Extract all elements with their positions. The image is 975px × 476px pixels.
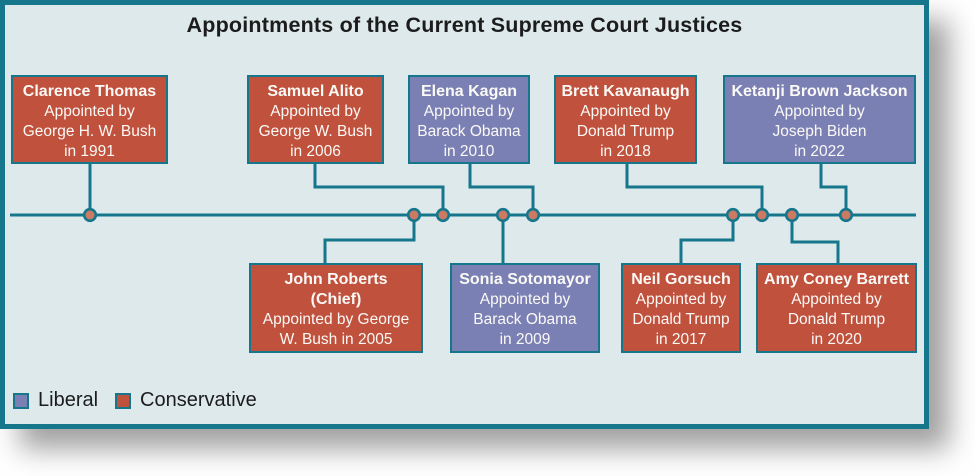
- justice-detail-line: in 2017: [655, 331, 707, 348]
- justice-card-elena-kagan: Elena Kagan Appointed by Barack Obama in…: [408, 75, 530, 164]
- timeline-dot-neil-gorsuch: [725, 207, 741, 223]
- legend: Liberal Conservative: [13, 389, 257, 412]
- legend-label: Liberal: [38, 389, 99, 411]
- connector-ketanji-brown-jackson: [819, 164, 848, 215]
- legend-item-liberal: Liberal: [13, 389, 98, 412]
- justice-detail-line: in 2006: [290, 143, 341, 160]
- justice-detail-line: Appointed by: [791, 291, 882, 308]
- justice-detail-line: Appointed by: [44, 103, 135, 120]
- liberal-swatch-icon: [13, 392, 29, 409]
- connector-amy-coney-barrett: [790, 215, 840, 263]
- justice-name: Neil Gorsuch: [631, 271, 731, 288]
- justice-detail-line: in 2020: [811, 331, 862, 348]
- justice-card-amy-coney-barrett: Amy Coney Barrett Appointed by Donald Tr…: [756, 263, 917, 353]
- justice-detail-line: in 1991: [64, 143, 115, 160]
- timeline-dot-amy-coney-barrett: [784, 207, 800, 223]
- justice-detail-line: Appointed by: [423, 103, 515, 120]
- justice-detail-line: Donald Trump: [576, 123, 675, 140]
- diagram-title: Appointments of the Current Supreme Cour…: [186, 13, 743, 37]
- legend-item-conservative: Conservative: [115, 389, 257, 412]
- justice-card-neil-gorsuch: Neil Gorsuch Appointed by Donald Trump i…: [621, 263, 741, 353]
- justice-detail-line: W. Bush in 2005: [279, 331, 393, 348]
- justice-card-sonia-sotomayor: Sonia Sotomayor Appointed by Barack Obam…: [450, 263, 600, 353]
- connector-brett-kavanaugh: [625, 164, 764, 215]
- justice-name: Brett Kavanaugh: [561, 83, 690, 100]
- justice-name: Clarence Thomas: [22, 83, 157, 100]
- justice-detail-line: Donald Trump: [632, 311, 730, 328]
- timeline-dot-sonia-sotomayor: [495, 207, 511, 223]
- timeline-dot-clarence-thomas: [82, 207, 98, 223]
- legend-label: Conservative: [140, 389, 257, 411]
- justice-name: Sonia Sotomayor: [459, 271, 591, 288]
- justice-card-ketanji-brown-jackson: Ketanji Brown Jackson Appointed by Josep…: [723, 75, 916, 164]
- timeline-dot-samuel-alito: [435, 207, 451, 223]
- connector-john-roberts: [323, 215, 416, 263]
- justice-detail-line: Appointed by: [270, 103, 361, 120]
- justice-detail-line: in 2018: [600, 143, 651, 160]
- justice-detail-line: Barack Obama: [417, 123, 521, 140]
- justice-detail-line: Appointed by: [479, 291, 571, 308]
- timeline-dot-john-roberts: [406, 207, 422, 223]
- justice-name: Samuel Alito: [267, 83, 364, 100]
- justice-detail-line: Donald Trump: [787, 311, 886, 328]
- justice-card-john-roberts: John Roberts (Chief) Appointed by George…: [249, 263, 423, 353]
- justice-detail-line: Appointed by: [774, 103, 865, 120]
- justice-name: John Roberts: [284, 271, 388, 288]
- timeline-dot-ketanji-brown-jackson: [838, 207, 854, 223]
- connector-neil-gorsuch: [679, 215, 735, 263]
- conservative-swatch-icon: [115, 392, 132, 409]
- justice-detail-line: Joseph Biden: [772, 123, 867, 140]
- justice-card-clarence-thomas: Clarence Thomas Appointed by George H. W…: [11, 75, 168, 164]
- justice-detail-line: Appointed by: [580, 103, 671, 120]
- connector-elena-kagan: [468, 164, 535, 215]
- justice-name: Amy Coney Barrett: [764, 271, 909, 288]
- justice-name: Elena Kagan: [420, 83, 518, 100]
- justice-detail-line: Appointed by: [635, 291, 727, 308]
- justice-detail-line: in 2010: [443, 143, 495, 160]
- justice-name: Ketanji Brown Jackson: [731, 83, 908, 100]
- connector-samuel-alito: [313, 164, 445, 215]
- justice-detail-line: Barack Obama: [473, 311, 577, 328]
- justice-card-samuel-alito: Samuel Alito Appointed by George W. Bush…: [247, 75, 384, 164]
- justice-detail-line: Appointed by George: [262, 311, 410, 328]
- timeline-dot-brett-kavanaugh: [754, 207, 770, 223]
- justice-detail-line: in 2009: [499, 331, 551, 348]
- justice-detail-line: George H. W. Bush: [22, 123, 157, 140]
- justice-detail-line: George W. Bush: [258, 123, 373, 140]
- justice-detail-line: in 2022: [794, 143, 845, 160]
- timeline-dot-elena-kagan: [525, 207, 541, 223]
- justice-card-brett-kavanaugh: Brett Kavanaugh Appointed by Donald Trum…: [554, 75, 697, 164]
- justice-chief-label: (Chief): [310, 291, 362, 308]
